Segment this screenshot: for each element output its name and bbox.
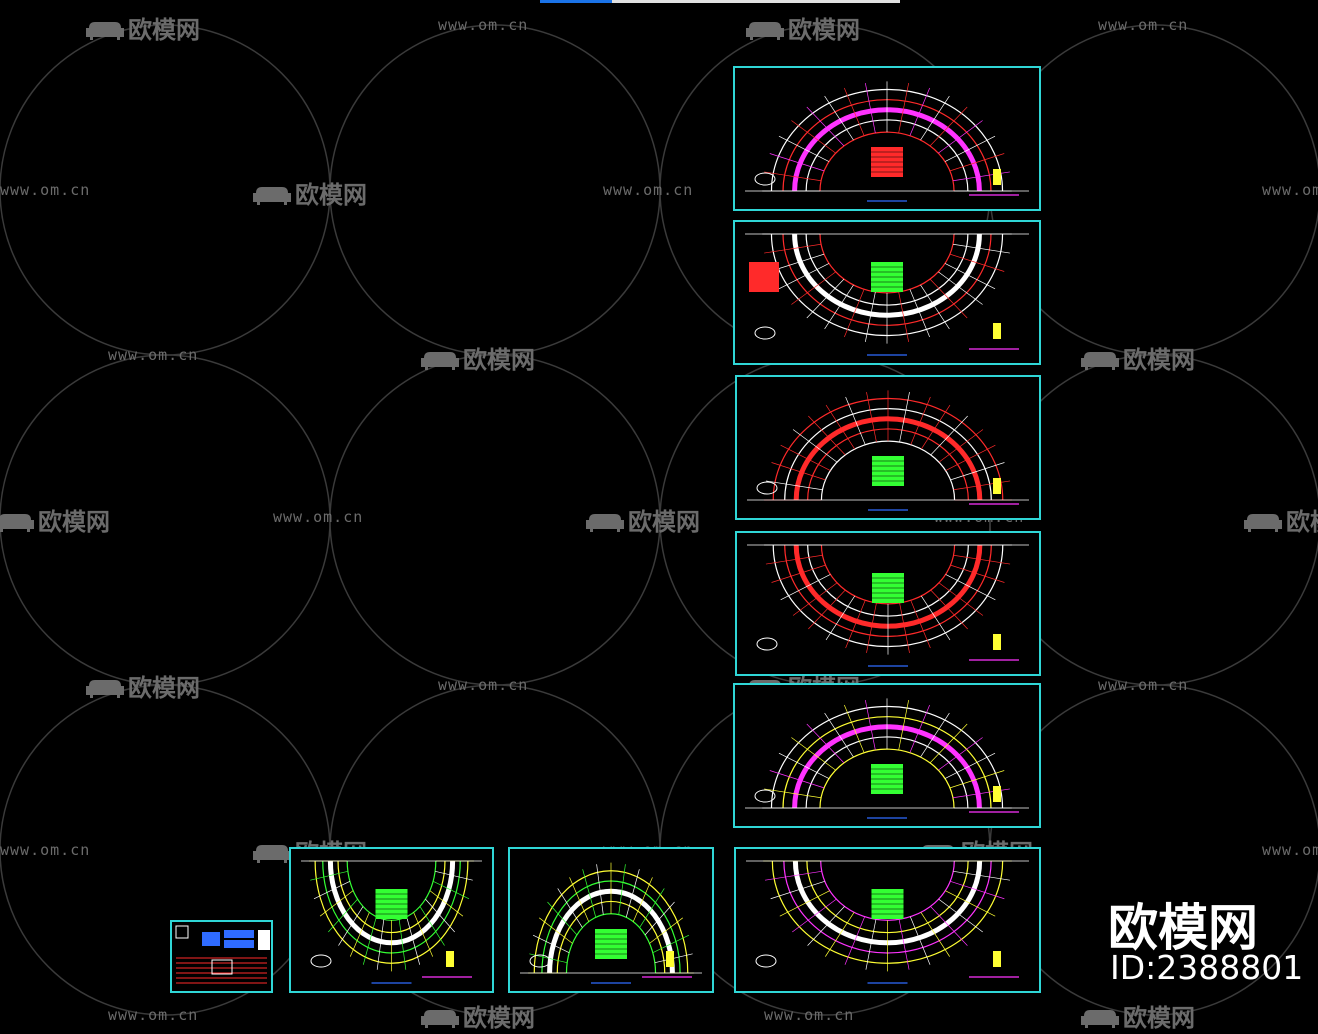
sofa-icon bbox=[420, 348, 460, 370]
watermark-url: www.om.cn bbox=[603, 181, 694, 199]
watermark-url: www.om.cn bbox=[108, 346, 199, 364]
sofa-icon bbox=[252, 841, 292, 863]
watermark-logo: 欧模网 bbox=[420, 340, 535, 375]
watermark-logo-text: 欧模网 bbox=[788, 16, 860, 44]
drawing-sheet-1[interactable] bbox=[733, 66, 1041, 211]
watermark-logo-text: 欧模网 bbox=[463, 346, 535, 374]
sofa-icon bbox=[0, 510, 35, 532]
watermark-logo: 欧模网 bbox=[1080, 998, 1195, 1033]
watermark-url: www.om.cn bbox=[108, 1006, 199, 1024]
watermark-logo-text: 欧模网 bbox=[38, 508, 110, 536]
drawing-sheet-9[interactable] bbox=[170, 920, 273, 993]
watermark-logo: 欧模网 bbox=[85, 10, 200, 45]
sofa-icon bbox=[745, 18, 785, 40]
watermark-url: www.om.cn bbox=[1262, 841, 1318, 859]
sofa-icon bbox=[1080, 1006, 1120, 1028]
watermark-logo-text: 欧模网 bbox=[628, 508, 700, 536]
sofa-icon bbox=[1080, 348, 1120, 370]
watermark-url: www.om.cn bbox=[1262, 181, 1318, 199]
drawing-sheet-4[interactable] bbox=[735, 531, 1041, 676]
sofa-icon bbox=[1243, 510, 1283, 532]
watermark-url: www.om.cn bbox=[764, 1006, 855, 1024]
brand-logo-text: 欧模网 bbox=[1108, 899, 1258, 957]
watermark-url: www.om.cn bbox=[1098, 676, 1189, 694]
sofa-icon bbox=[420, 1006, 460, 1028]
watermark-url: www.om.cn bbox=[438, 16, 529, 34]
loading-progress-bar bbox=[540, 0, 900, 3]
watermark-logo: 欧模网 bbox=[1080, 340, 1195, 375]
watermark-url: www.om.cn bbox=[273, 508, 364, 526]
watermark-logo-text: 欧模网 bbox=[128, 674, 200, 702]
watermark-logo-text: 欧模网 bbox=[128, 16, 200, 44]
watermark-url: www.om.cn bbox=[1098, 16, 1189, 34]
watermark-logo: 欧模网 bbox=[420, 998, 535, 1033]
watermark-logo: 欧模网 bbox=[745, 10, 860, 45]
loading-progress-fill bbox=[540, 0, 612, 3]
sofa-icon bbox=[85, 676, 125, 698]
sofa-icon bbox=[585, 510, 625, 532]
watermark-logo: 欧模网 bbox=[252, 175, 367, 210]
drawing-sheet-6[interactable] bbox=[289, 847, 494, 993]
brand-id-text: ID:2388801 bbox=[1110, 948, 1304, 987]
watermark-logo: 欧模网 bbox=[85, 668, 200, 703]
watermark-logo: 欧模网 bbox=[1243, 502, 1318, 537]
watermark-logo-text: 欧模网 bbox=[1286, 508, 1318, 536]
watermark-logo-text: 欧模网 bbox=[1123, 346, 1195, 374]
sofa-icon bbox=[85, 18, 125, 40]
watermark-url: www.om.cn bbox=[0, 181, 91, 199]
watermark-url: www.om.cn bbox=[0, 841, 91, 859]
sofa-icon bbox=[252, 183, 292, 205]
drawing-sheet-8[interactable] bbox=[734, 847, 1041, 993]
watermark-logo-text: 欧模网 bbox=[295, 181, 367, 209]
drawing-sheet-2[interactable] bbox=[733, 220, 1041, 365]
drawing-sheet-5[interactable] bbox=[733, 683, 1041, 828]
drawing-sheet-7[interactable] bbox=[508, 847, 714, 993]
watermark-logo: 欧模网 bbox=[0, 502, 110, 537]
watermark-url: www.om.cn bbox=[438, 676, 529, 694]
watermark-logo-text: 欧模网 bbox=[463, 1004, 535, 1032]
watermark-logo-text: 欧模网 bbox=[1123, 1004, 1195, 1032]
watermark-logo: 欧模网 bbox=[585, 502, 700, 537]
drawing-sheet-3[interactable] bbox=[735, 375, 1041, 520]
